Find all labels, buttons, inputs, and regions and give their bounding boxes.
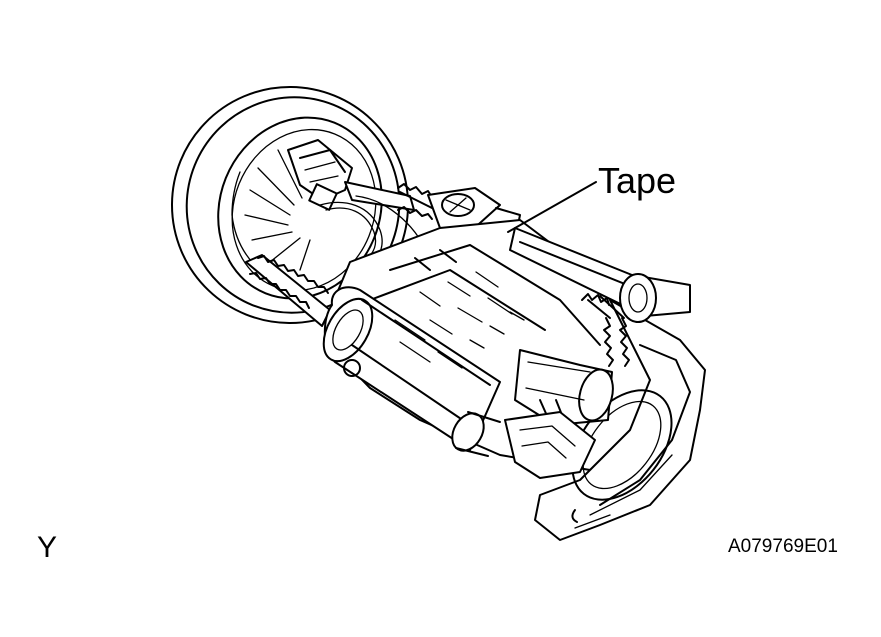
fuel-pump-cylinder [322,286,501,451]
tape-leader-line [507,181,597,233]
guide-rod-upper [344,181,437,220]
pressure-regulator [514,349,614,426]
flange-connector [287,139,353,211]
bottom-connector [451,411,596,479]
filter-frame [534,299,706,541]
fuel-hose [509,227,691,323]
tape-wrap [581,293,630,367]
tape-callout-label: Tape [598,160,677,201]
figure-code: A079769E01 [728,536,838,557]
corner-mark: Y [37,531,58,564]
